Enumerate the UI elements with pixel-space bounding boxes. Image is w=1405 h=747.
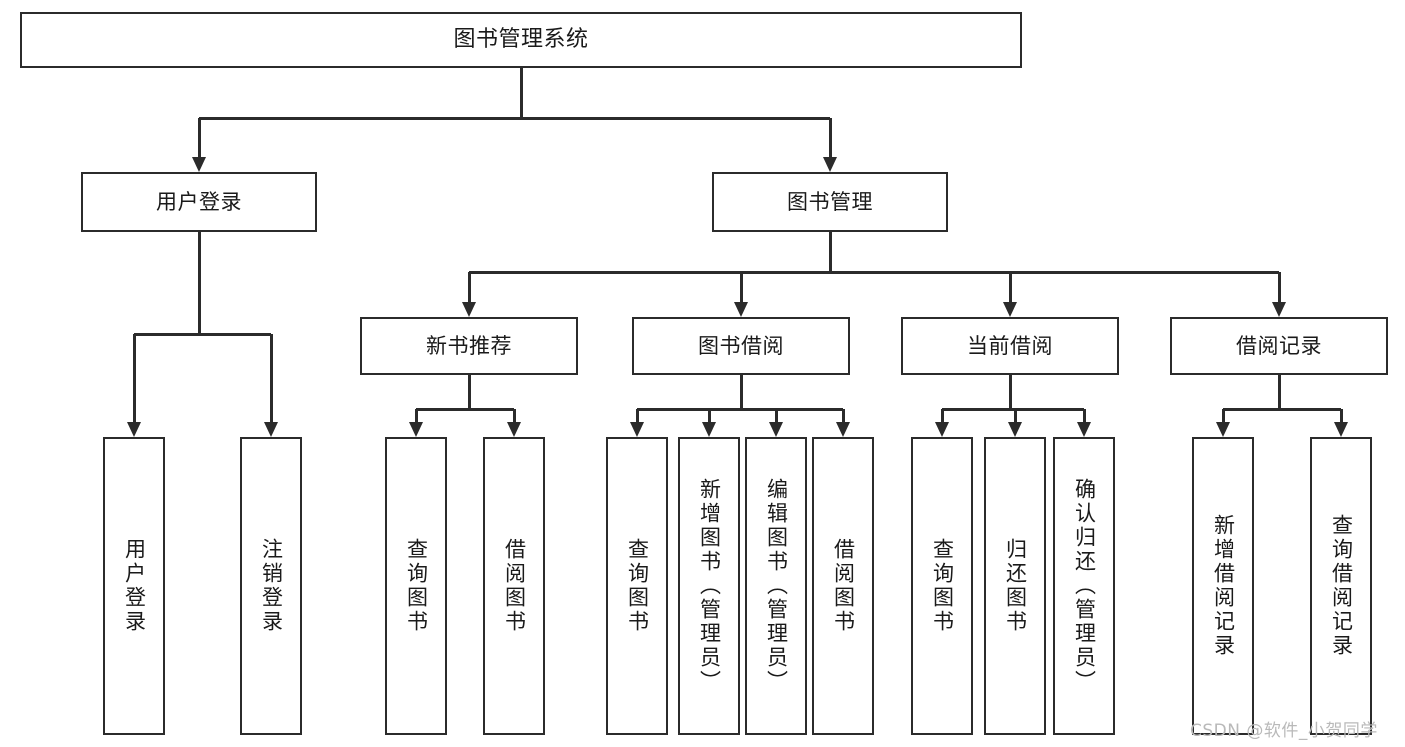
arrow-head-icon [507,422,521,437]
node-book-borrowing[interactable]: 图书借阅 [632,317,850,375]
watermark-csdn: CSDN @软件_小贺同学 [1190,721,1378,741]
connector-bus-book-borrow [637,407,843,411]
node-root-book-management-system[interactable]: 图书管理系统 [20,12,1022,68]
connector-bus-current-borrow [942,407,1084,411]
connector-drop-current-borrow [1008,375,1012,409]
node-book-management[interactable]: 图书管理 [712,172,948,232]
node-leaf-borrow-book-rec[interactable]: 借阅图书 [483,437,545,735]
node-user-login[interactable]: 用户登录 [81,172,317,232]
node-label: 图书管理 [787,189,873,214]
connector-branch-leaf-query-book-1 [414,409,418,424]
node-leaf-user-login[interactable]: 用户登录 [103,437,165,735]
connector-drop-root [519,68,523,118]
connector-branch-leaf-logout [269,334,273,424]
node-label: 新增图书（管理员） [697,478,722,694]
arrow-head-icon [409,422,423,437]
arrow-head-icon [462,302,476,317]
node-label: 用户登录 [122,538,147,634]
arrow-head-icon [836,422,850,437]
connector-branch-leaf-query-book-3 [940,409,944,424]
node-label: 图书管理系统 [453,27,589,53]
node-leaf-query-book-borrow[interactable]: 查询图书 [606,437,668,735]
connector-branch-leaf-confirm-return [1082,409,1086,424]
connector-bus-user-login [134,332,271,336]
arrow-head-icon [769,422,783,437]
node-borrowing-record[interactable]: 借阅记录 [1170,317,1388,375]
arrow-head-icon [823,157,837,172]
node-label: 查询图书 [404,538,429,634]
connector-bus-new-book-rec [416,407,514,411]
node-leaf-confirm-return-admin[interactable]: 确认归还（管理员） [1053,437,1115,735]
node-label: 新书推荐 [426,333,512,358]
connector-drop-user-login [197,232,201,334]
node-leaf-query-borrow-record[interactable]: 查询借阅记录 [1310,437,1372,735]
node-label: 查询图书 [930,538,955,634]
node-label: 归还图书 [1003,538,1028,634]
node-label: 当前借阅 [967,333,1053,358]
arrow-head-icon [1008,422,1022,437]
connector-branch-user-login [197,118,201,159]
node-leaf-borrow-book[interactable]: 借阅图书 [812,437,874,735]
connector-branch-leaf-query-book-2 [635,409,639,424]
node-label: 确认归还（管理员） [1072,478,1097,694]
connector-branch-leaf-add-record [1221,409,1225,424]
arrow-head-icon [1334,422,1348,437]
node-label: 查询图书 [625,538,650,634]
arrow-head-icon [1077,422,1091,437]
connector-branch-leaf-edit-book [774,409,778,424]
arrow-head-icon [734,302,748,317]
node-new-book-recommendation[interactable]: 新书推荐 [360,317,578,375]
node-label: 新增借阅记录 [1211,514,1236,658]
node-label: 注销登录 [259,538,284,634]
connector-drop-book-manage [828,232,832,272]
connector-branch-leaf-add-book [707,409,711,424]
node-label: 用户登录 [156,189,242,214]
connector-bus-borrow-record [1223,407,1341,411]
arrow-head-icon [1272,302,1286,317]
node-leaf-return-book[interactable]: 归还图书 [984,437,1046,735]
arrow-head-icon [127,422,141,437]
connector-drop-book-borrow [739,375,743,409]
connector-branch-book-borrow [739,272,743,304]
connector-branch-borrow-record [1277,272,1281,304]
arrow-head-icon [264,422,278,437]
connector-branch-book-manage [828,118,832,159]
node-leaf-add-borrow-record[interactable]: 新增借阅记录 [1192,437,1254,735]
node-leaf-query-book-current[interactable]: 查询图书 [911,437,973,735]
node-label: 查询借阅记录 [1329,514,1354,658]
arrow-head-icon [702,422,716,437]
connector-branch-new-book-rec [467,272,471,304]
connector-bus-book-manage [469,270,1279,274]
node-label: 借阅图书 [831,538,856,634]
node-label: 借阅记录 [1236,333,1322,358]
connector-branch-leaf-user-login [132,334,136,424]
connector-branch-leaf-borrow-book-2 [841,409,845,424]
arrow-head-icon [1216,422,1230,437]
node-current-borrowing[interactable]: 当前借阅 [901,317,1119,375]
connector-branch-leaf-borrow-book-1 [512,409,516,424]
node-label: 编辑图书（管理员） [764,478,789,694]
connector-branch-leaf-return-book [1013,409,1017,424]
connector-drop-new-book-rec [467,375,471,409]
connector-drop-borrow-record [1277,375,1281,409]
connector-branch-current-borrow [1008,272,1012,304]
node-label: 借阅图书 [502,538,527,634]
node-leaf-add-book-admin[interactable]: 新增图书（管理员） [678,437,740,735]
node-leaf-edit-book-admin[interactable]: 编辑图书（管理员） [745,437,807,735]
node-leaf-query-book-rec[interactable]: 查询图书 [385,437,447,735]
node-label: 图书借阅 [698,333,784,358]
arrow-head-icon [935,422,949,437]
arrow-head-icon [630,422,644,437]
node-leaf-logout[interactable]: 注销登录 [240,437,302,735]
connector-branch-leaf-query-record [1339,409,1343,424]
arrow-head-icon [1003,302,1017,317]
arrow-head-icon [192,157,206,172]
connector-bus-root [199,116,830,120]
